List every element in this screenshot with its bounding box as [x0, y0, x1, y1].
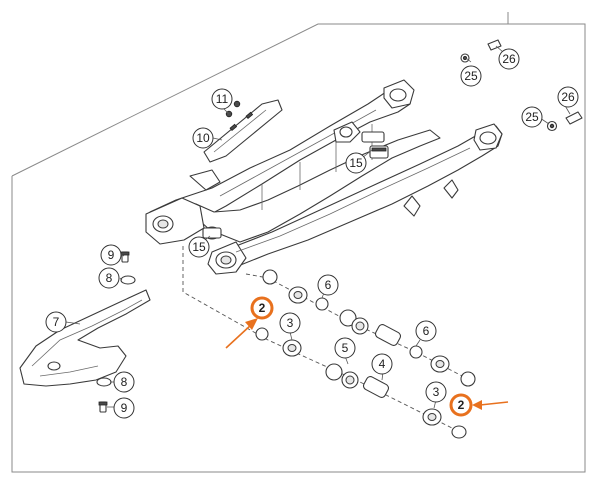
callout-10: 10 — [192, 127, 214, 149]
svg-text:10: 10 — [196, 131, 210, 145]
callout-2-right-highlighted: 2 — [449, 393, 473, 417]
svg-text:4: 4 — [379, 357, 386, 371]
pivot-parts-lower-row — [255, 327, 467, 439]
part-15-bearing-upper — [361, 131, 389, 159]
svg-text:6: 6 — [423, 324, 430, 338]
svg-text:15: 15 — [349, 156, 363, 170]
part-8-washer-lower — [96, 377, 112, 387]
callout-25-right: 25 — [521, 106, 543, 128]
callout-26-top: 26 — [498, 48, 520, 70]
callout-5: 5 — [334, 337, 356, 359]
callout-2-left-highlighted: 2 — [250, 296, 274, 320]
svg-text:8: 8 — [121, 375, 128, 389]
svg-text:25: 25 — [525, 110, 539, 124]
svg-text:8: 8 — [106, 271, 113, 285]
callout-6-lower: 6 — [415, 320, 437, 342]
callout-9-upper: 9 — [100, 244, 122, 266]
diagram-frame — [11, 12, 586, 473]
callout-8-lower: 8 — [113, 371, 135, 393]
pivot-parts-upper-row — [262, 269, 476, 387]
part-7-chain-guide — [19, 289, 151, 387]
svg-text:3: 3 — [433, 385, 440, 399]
part-8-washer-upper — [120, 275, 136, 285]
svg-text:2: 2 — [458, 398, 465, 412]
callout-15-upper: 15 — [345, 152, 367, 174]
callout-11: 11 — [211, 88, 233, 110]
svg-text:25: 25 — [464, 69, 478, 83]
svg-text:2: 2 — [259, 301, 266, 315]
callout-4: 4 — [371, 353, 393, 375]
svg-text:9: 9 — [108, 248, 115, 262]
svg-text:26: 26 — [502, 52, 516, 66]
part-9-screw-upper — [120, 251, 130, 263]
callout-8-upper: 8 — [98, 267, 120, 289]
highlight-arrow-right — [472, 400, 509, 410]
callout-3-upper: 3 — [279, 312, 301, 334]
callout-9-lower: 9 — [113, 397, 135, 419]
part-15-bearing-lower — [202, 227, 222, 239]
svg-text:3: 3 — [287, 316, 294, 330]
callout-7: 7 — [45, 311, 67, 333]
svg-text:9: 9 — [121, 401, 128, 415]
callout-3-lower: 3 — [425, 381, 447, 403]
svg-text:5: 5 — [342, 341, 349, 355]
callout-6-upper: 6 — [317, 274, 339, 296]
svg-text:6: 6 — [325, 278, 332, 292]
svg-text:11: 11 — [216, 92, 229, 106]
svg-text:7: 7 — [53, 315, 60, 329]
part-10-chain-slider — [203, 99, 283, 163]
part-9-screw-lower — [98, 401, 108, 413]
part-25-26-right — [546, 111, 583, 132]
callout-15-lower: 15 — [188, 236, 210, 258]
svg-text:15: 15 — [192, 240, 206, 254]
svg-text:26: 26 — [561, 90, 575, 104]
callout-25-top: 25 — [460, 65, 482, 87]
callout-26-right: 26 — [557, 86, 579, 108]
part-25-26-upper — [460, 39, 502, 63]
highlight-arrow-left — [225, 318, 258, 349]
